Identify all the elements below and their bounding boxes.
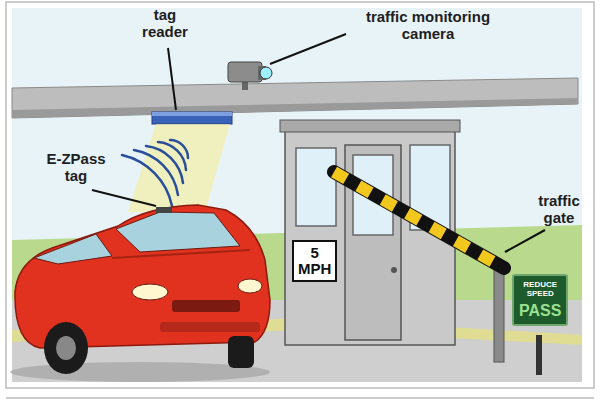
part-label: traffic monitoring camera xyxy=(348,8,508,42)
part-label: traffic gate xyxy=(526,192,592,226)
part-label: tag reader xyxy=(130,6,200,40)
pass-sign: REDUCE SPEED PASS xyxy=(512,274,568,326)
sign-text: PASS xyxy=(519,301,561,320)
sign-text: 5 MPH xyxy=(298,245,331,277)
sign-text: REDUCE SPEED xyxy=(519,280,561,298)
part-label: E-ZPass tag xyxy=(36,150,116,184)
speed-sign: 5 MPH xyxy=(292,240,337,282)
